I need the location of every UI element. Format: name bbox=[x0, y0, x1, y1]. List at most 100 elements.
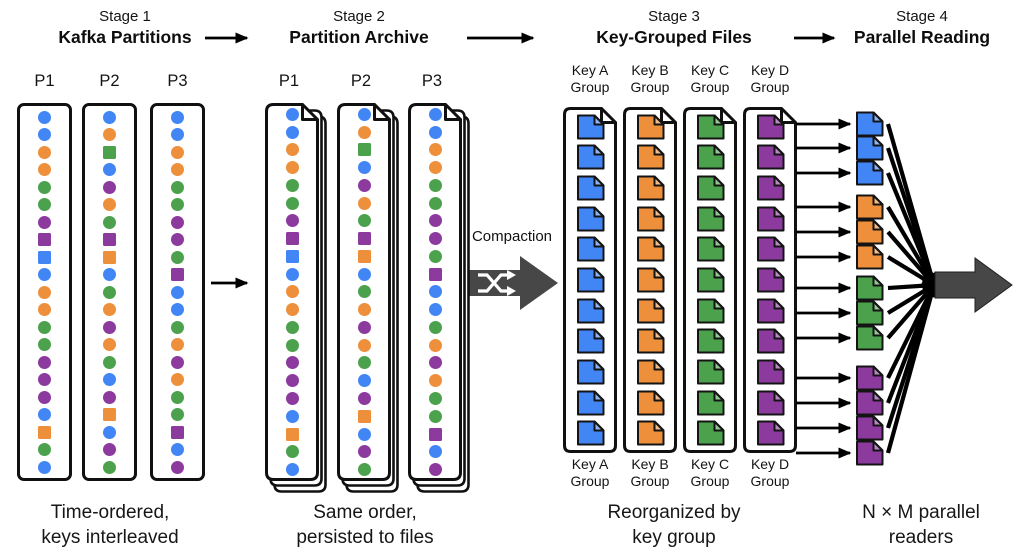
stage2-P3-item-6-green-circle bbox=[428, 196, 442, 210]
compaction-arrow-icon bbox=[466, 256, 558, 310]
stage1-P3-item-19-purple-square bbox=[171, 425, 184, 439]
stage2-P1-item-4-orange-circle bbox=[285, 161, 299, 175]
stage1-P3-item-6-green-circle bbox=[171, 198, 184, 211]
stage2-P2-item-16-blue-circle bbox=[357, 374, 371, 388]
stage3-key-a-file-4 bbox=[576, 206, 605, 232]
stage2-P1-item-9-blue-square bbox=[285, 249, 299, 263]
stage2-P1-item-21-blue-circle bbox=[285, 463, 299, 477]
stage1-P1-item-13-green-circle bbox=[38, 320, 51, 334]
stage3-key-a-file-10 bbox=[576, 390, 605, 416]
stage3-key-b-file-11 bbox=[636, 420, 665, 446]
stage2-P2-item-13-purple-circle bbox=[357, 320, 371, 334]
stage1-P2-item-9-orange-square bbox=[103, 250, 116, 264]
stage1-P2-item-20-purple-circle bbox=[103, 443, 116, 456]
file-icon bbox=[636, 298, 664, 324]
stage2-archive-P2-label: P2 bbox=[350, 72, 372, 90]
compaction-label: Compaction bbox=[471, 228, 553, 245]
stage3-key-d-column bbox=[743, 107, 797, 453]
file-icon bbox=[576, 390, 604, 416]
stage3-key-b-file-1 bbox=[636, 114, 665, 140]
stage1-P2-item-7-green-circle bbox=[103, 215, 116, 229]
file-icon bbox=[856, 440, 884, 466]
stage2-P2-item-7-green-circle bbox=[357, 214, 371, 228]
group-line: Group bbox=[630, 78, 670, 95]
stage2-P2-item-20-purple-circle bbox=[357, 445, 371, 459]
stage3-key-b-file-4 bbox=[636, 206, 665, 232]
stage2-archive-P3-file-stack bbox=[408, 103, 472, 495]
file-icon bbox=[636, 267, 664, 293]
document-stack-outline bbox=[265, 103, 327, 493]
stage3-key-a-file-9 bbox=[576, 359, 605, 385]
stage1-P2-item-14-orange-circle bbox=[103, 338, 116, 351]
stage1-P2-item-13-purple-circle bbox=[103, 320, 116, 334]
stage1-P1-item-4-orange-circle bbox=[38, 163, 51, 176]
stage2-P1-item-17-purple-circle bbox=[285, 392, 299, 406]
file-icon bbox=[696, 175, 724, 201]
stage1-P1-item-15-purple-circle bbox=[38, 355, 51, 369]
stage2-P1-item-3-orange-circle bbox=[285, 143, 299, 157]
key-line: Key A bbox=[571, 62, 609, 78]
stage-4-caption: N × M parallel readers bbox=[821, 500, 1021, 550]
stage1-P1-item-19-orange-square bbox=[38, 425, 51, 439]
stage3-key-c-file-9 bbox=[696, 359, 725, 385]
stage2-P3-item-17-green-circle bbox=[428, 392, 442, 406]
stage2-P3-item-7-purple-circle bbox=[428, 214, 442, 228]
file-icon bbox=[696, 298, 724, 324]
stage2-P2-item-4-blue-circle bbox=[357, 161, 371, 175]
stage2-to-stage3-header-arrow bbox=[466, 30, 546, 46]
file-icon bbox=[756, 267, 784, 293]
shuffle-icon bbox=[478, 270, 516, 296]
stage2-P1-item-19-orange-square bbox=[285, 427, 299, 441]
stage1-P2-item-3-green-square bbox=[103, 145, 116, 159]
stage2-P1-item-7-purple-circle bbox=[285, 214, 299, 228]
group-line: Group bbox=[750, 472, 790, 489]
stage2-archive-P3-items bbox=[408, 103, 462, 481]
stage-3-caption: Reorganized by key group bbox=[574, 500, 774, 550]
stage3-key-b-file-6 bbox=[636, 267, 665, 293]
stage1-P1-item-21-blue-circle bbox=[38, 460, 51, 474]
stage-2-caption-line1: Same order, bbox=[313, 502, 417, 523]
stage3-key-d-file-11 bbox=[756, 420, 785, 446]
key-line: Key B bbox=[631, 62, 669, 78]
stage1-P2-item-16-blue-circle bbox=[103, 373, 116, 386]
stage2-P1-item-14-green-circle bbox=[285, 338, 299, 352]
stage1-P3-item-18-green-circle bbox=[171, 408, 184, 421]
stage2-P3-item-3-orange-circle bbox=[428, 143, 442, 157]
stage3-key-b-file-5 bbox=[636, 236, 665, 262]
stage3-key-a-file-8 bbox=[576, 328, 605, 354]
stage2-P3-item-14-orange-circle bbox=[428, 338, 442, 352]
stage2-P2-item-18-orange-square bbox=[357, 409, 371, 423]
file-icon bbox=[576, 298, 604, 324]
stage3-key-c-file-3 bbox=[696, 175, 725, 201]
stage2-P3-item-12-blue-circle bbox=[428, 303, 442, 317]
stage-3-label: Stage 3 bbox=[648, 8, 700, 25]
stage3-key-c-file-7 bbox=[696, 298, 725, 324]
stage2-P1-item-2-blue-circle bbox=[285, 125, 299, 139]
stage-3-title: Key-Grouped Files bbox=[596, 26, 752, 47]
stage2-P1-item-18-blue-circle bbox=[285, 409, 299, 423]
stage-4-caption-line1: N × M parallel bbox=[862, 502, 980, 523]
arrow-icon bbox=[205, 32, 249, 44]
stage1-P1-item-5-green-circle bbox=[38, 180, 51, 194]
stage3-key-a-files bbox=[563, 109, 617, 451]
stage2-P2-item-5-purple-circle bbox=[357, 178, 371, 192]
file-icon bbox=[636, 390, 664, 416]
file-icon bbox=[636, 236, 664, 262]
stage1-P1-item-1-blue-circle bbox=[38, 110, 51, 124]
stage3-key-b-column bbox=[623, 107, 677, 453]
stage2-archive-P1-items bbox=[265, 103, 319, 481]
file-icon bbox=[756, 114, 784, 140]
stage1-P3-item-4-orange-circle bbox=[171, 163, 184, 176]
stage3-key-a-file-7 bbox=[576, 298, 605, 324]
stage3-key-a-file-5 bbox=[576, 236, 605, 262]
stage2-P3-item-11-blue-circle bbox=[428, 285, 442, 299]
stage2-archive-P1-label: P1 bbox=[278, 72, 300, 90]
stage3-key-a-file-1 bbox=[576, 114, 605, 140]
stage2-P2-item-10-blue-circle bbox=[357, 267, 371, 281]
fan-in-line bbox=[885, 283, 937, 454]
stage1-P3-item-17-green-circle bbox=[171, 390, 184, 404]
stage2-P3-item-19-purple-square bbox=[428, 427, 442, 441]
stage3-key-b-file-2 bbox=[636, 144, 665, 170]
stage1-P2-item-4-blue-circle bbox=[103, 163, 116, 176]
merged-output-arrow bbox=[934, 257, 1013, 313]
